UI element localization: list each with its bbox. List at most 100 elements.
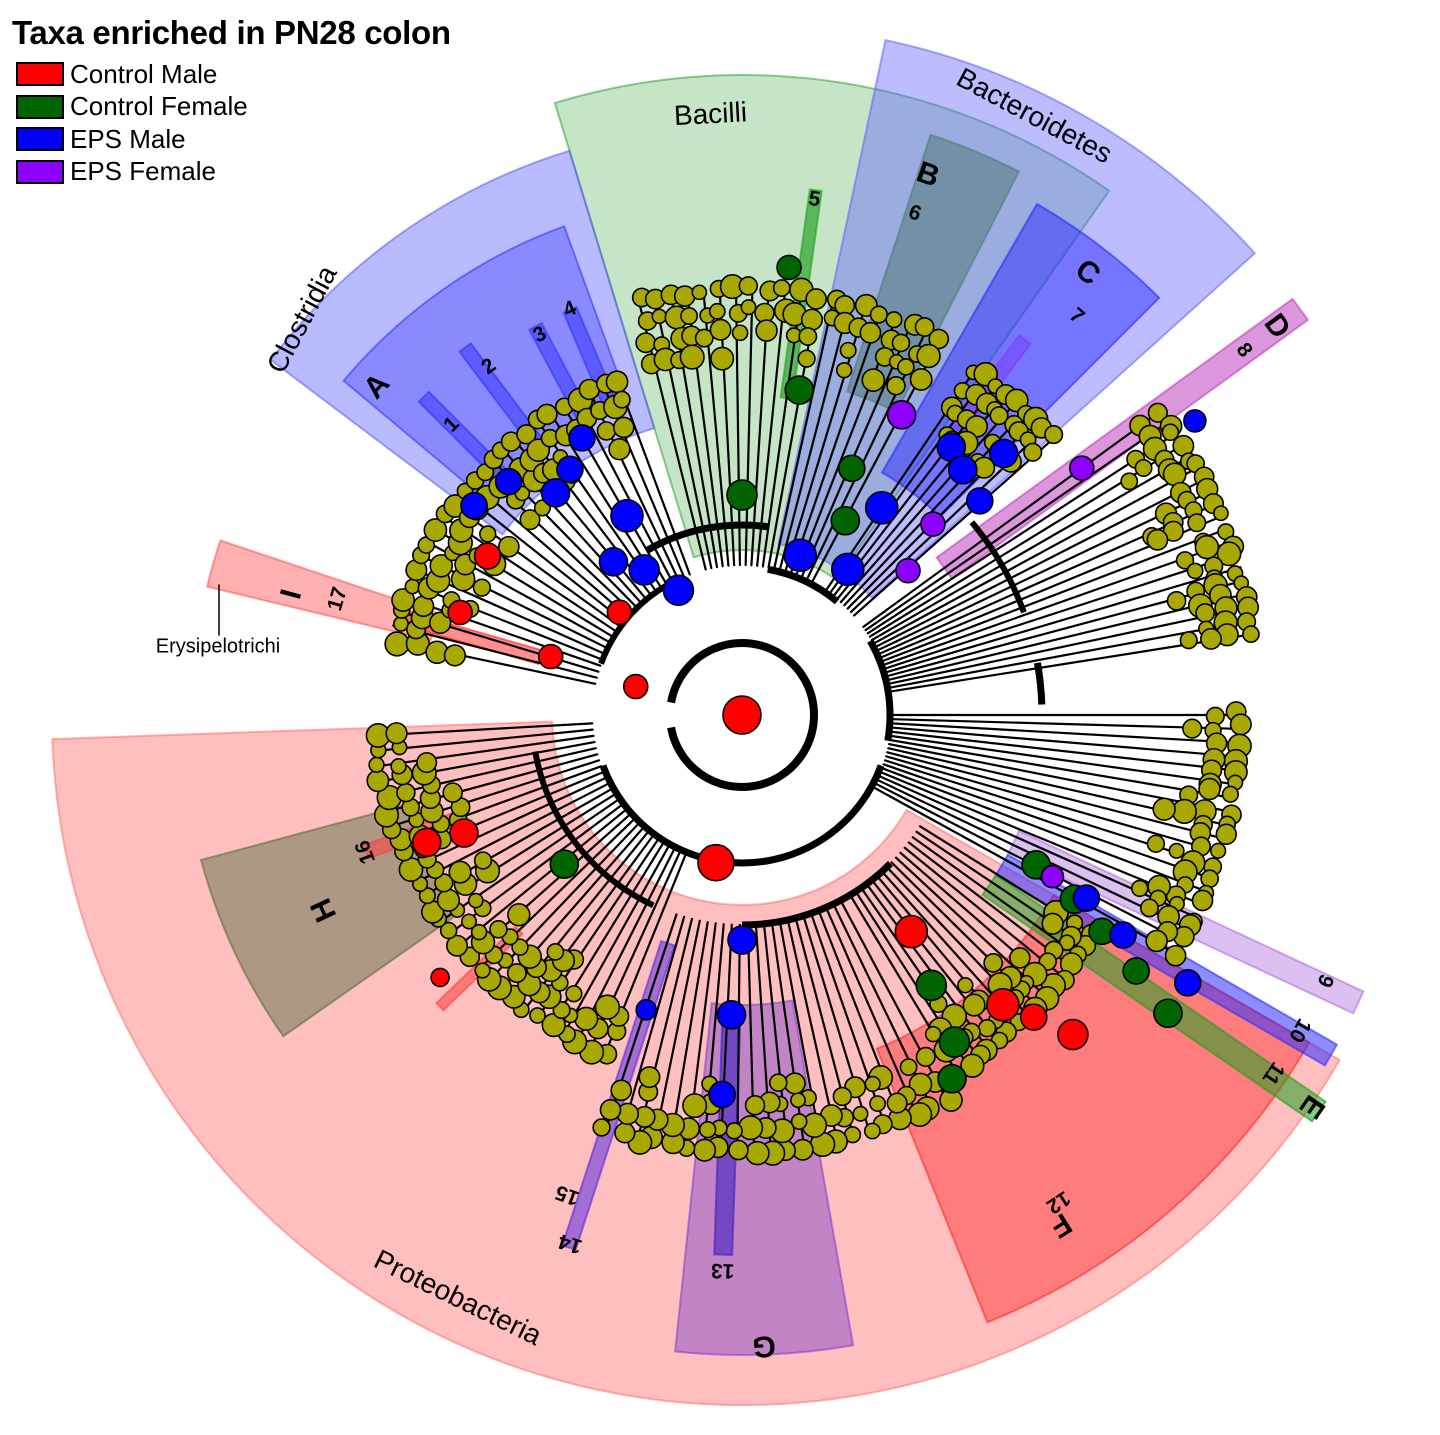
leaf-node	[612, 416, 635, 439]
legend-item-eps-male: EPS Male	[16, 123, 248, 156]
root-node	[722, 695, 762, 735]
tree-edge	[374, 734, 595, 768]
leaf-node	[1187, 513, 1207, 533]
enriched-node	[473, 542, 502, 570]
leaf-node	[977, 1019, 997, 1038]
tree-edge	[736, 923, 741, 1157]
enriched-node	[447, 599, 473, 626]
leaf-node	[1134, 459, 1153, 477]
legend-swatch	[16, 127, 64, 152]
enriched-node	[895, 557, 921, 584]
leaf-node	[745, 1140, 770, 1166]
enriched-node	[864, 490, 899, 525]
leaf-node	[472, 578, 492, 597]
tree-edge	[870, 878, 1003, 1047]
tree-edge	[400, 595, 602, 667]
leaf-node	[1215, 823, 1237, 845]
leaf-node	[1152, 797, 1176, 821]
tree-edge	[615, 376, 691, 576]
leaf-node	[924, 1025, 942, 1043]
tree-edge	[380, 747, 597, 799]
enriched-node	[966, 487, 994, 515]
leaf-node	[384, 631, 410, 657]
leaf-node	[1168, 842, 1185, 859]
leaf-node	[1242, 625, 1260, 643]
tree-edge	[587, 388, 680, 581]
leaf-node	[800, 308, 824, 331]
leaf-node	[708, 302, 726, 320]
tree-edge	[883, 553, 1238, 670]
leaf-node	[755, 319, 778, 342]
leaf-node	[797, 349, 816, 368]
enriched-node	[697, 843, 735, 882]
tree-edge	[886, 751, 1228, 841]
tree-edge	[864, 419, 1172, 632]
leaf-node	[1191, 889, 1214, 912]
clade-letter: G	[752, 1329, 776, 1363]
tree-edge	[444, 803, 623, 938]
enriched-node	[938, 1026, 971, 1058]
arc-l1-a	[645, 521, 769, 554]
leaf-node	[891, 333, 911, 353]
leaf-node	[507, 903, 531, 927]
enriched-node	[635, 999, 658, 1021]
clade-highlights	[51, 38, 1365, 1406]
leaf-node	[1041, 912, 1064, 935]
legend-item-eps-female: EPS Female	[16, 156, 248, 189]
leaf-node	[592, 1118, 611, 1137]
tree-edge	[888, 619, 1255, 689]
leaf-node	[1166, 590, 1187, 611]
enriched-node	[1153, 998, 1183, 1029]
legend-swatch	[16, 94, 64, 119]
tree-edge	[884, 566, 1242, 674]
legend-item-control-male: Control Male	[16, 58, 248, 91]
enriched-node	[838, 454, 866, 483]
leaf-node	[1009, 947, 1031, 969]
tree-edge	[866, 430, 1180, 635]
leaf-node	[725, 1122, 743, 1140]
enriched-node	[460, 491, 488, 520]
leaf-node	[446, 934, 469, 957]
leaf-node	[693, 1138, 717, 1162]
leaf-node	[1195, 603, 1216, 623]
leaf-node	[416, 752, 438, 774]
tree-edge	[756, 286, 787, 567]
leaf-node	[599, 1099, 622, 1121]
leaf-node	[516, 424, 537, 445]
leaf-node	[907, 1102, 933, 1128]
tree-edge	[890, 722, 1243, 745]
leaf-node	[385, 722, 408, 745]
enriched-node	[1173, 969, 1202, 997]
leaf-node	[1198, 777, 1221, 801]
leaf-node	[960, 1053, 985, 1078]
enriched-node	[622, 673, 649, 700]
enriched-node	[783, 538, 817, 573]
leaf-node	[738, 276, 759, 296]
leaf-node	[916, 343, 941, 369]
leaf-node	[1146, 528, 1169, 551]
enriched-node	[948, 454, 978, 485]
arc-l1-d	[599, 764, 885, 867]
tree-edge	[652, 919, 701, 1148]
leaf-node	[1229, 713, 1252, 736]
leaf-node	[1131, 879, 1149, 898]
leaf-node	[1221, 785, 1240, 803]
tree-edge	[372, 728, 594, 753]
tree-edge	[874, 477, 1207, 649]
tree-edge	[839, 397, 1020, 604]
leaf-node	[442, 782, 464, 803]
leaf-node	[805, 288, 828, 310]
leaf-node	[596, 421, 617, 441]
tree-edge	[449, 502, 622, 628]
leaf-node	[861, 368, 886, 392]
leaf-node	[710, 346, 735, 371]
tree-edge	[392, 624, 598, 679]
leaf-node	[651, 308, 668, 325]
leaf-node	[852, 1105, 869, 1122]
leaf-node	[439, 921, 458, 940]
leaf-node	[1200, 869, 1220, 889]
leaf-node	[679, 344, 705, 370]
leaf-node	[473, 851, 493, 870]
enriched-node	[726, 479, 758, 511]
tree-edge	[560, 844, 670, 1040]
